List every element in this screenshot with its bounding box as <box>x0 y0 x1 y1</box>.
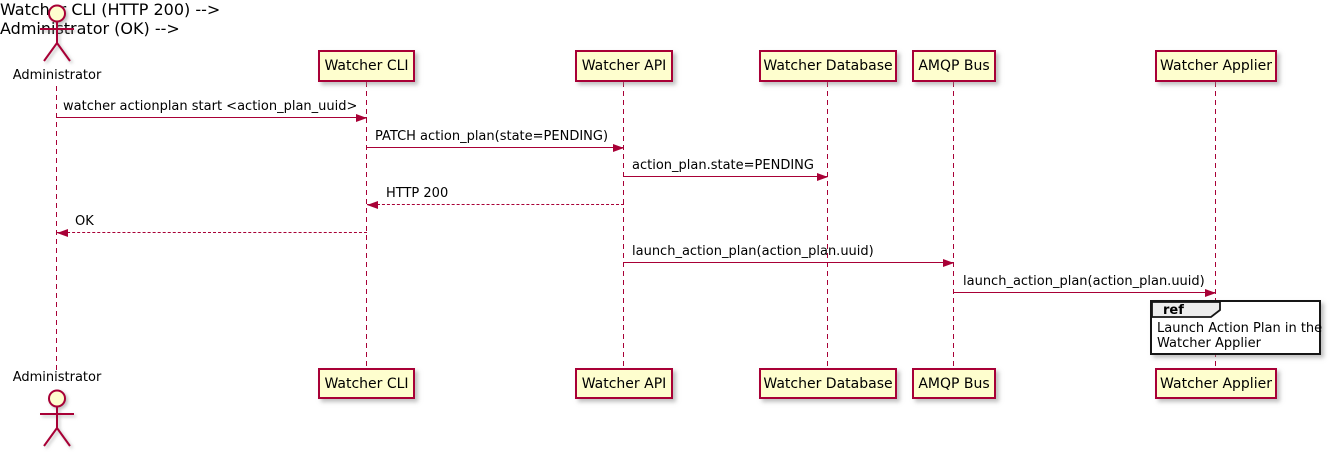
arrowhead-right-icon <box>817 173 828 181</box>
message-line <box>367 204 624 205</box>
participant-watcher-database-bottom: Watcher Database <box>759 368 897 399</box>
message-label: watcher actionplan start <action_plan_uu… <box>63 99 358 114</box>
participant-watcher-api-bottom: Watcher API <box>575 368 673 399</box>
message-label: HTTP 200 <box>386 186 449 201</box>
arrowhead-right-icon <box>943 259 954 267</box>
lifeline-watcher-cli <box>366 82 367 368</box>
message-label: launch_action_plan(action_plan.uuid) <box>963 274 1205 289</box>
message-line <box>954 292 1216 293</box>
arrowhead-right-icon <box>356 114 367 122</box>
message-line <box>57 232 367 233</box>
message-label: OK <box>75 214 94 229</box>
message-line <box>624 176 828 177</box>
ref-keyword: ref <box>1163 303 1184 318</box>
participant-watcher-applier-top: Watcher Applier <box>1155 50 1277 82</box>
lifeline-watcher-applier <box>1215 82 1216 368</box>
actor-icon <box>40 389 74 447</box>
actor-icon <box>40 4 74 62</box>
participant-watcher-cli-bottom: Watcher CLI <box>318 368 415 399</box>
message-label: action_plan.state=PENDING <box>632 158 814 173</box>
message-label: PATCH action_plan(state=PENDING) <box>375 129 609 144</box>
arrowhead-left-icon <box>57 229 68 237</box>
message-label: launch_action_plan(action_plan.uuid) <box>632 244 874 259</box>
arrowhead-right-icon <box>613 144 624 152</box>
arrowhead-left-icon <box>367 201 378 209</box>
ref-fragment: ref Launch Action Plan in the Watcher Ap… <box>1150 300 1322 355</box>
actor-label-top: Administrator <box>12 68 102 83</box>
participant-watcher-cli-top: Watcher CLI <box>318 50 415 82</box>
arrowhead-right-icon <box>1205 289 1216 297</box>
participant-watcher-api-top: Watcher API <box>575 50 673 82</box>
actor-label-bottom: Administrator <box>12 370 102 385</box>
participant-amqp-bus-top: AMQP Bus <box>912 50 996 82</box>
participant-watcher-database-top: Watcher Database <box>759 50 897 82</box>
lifeline-administrator <box>56 86 57 370</box>
lifeline-watcher-api <box>623 82 624 368</box>
message-line <box>367 147 624 148</box>
message-line <box>624 262 954 263</box>
lifeline-watcher-database <box>827 82 828 368</box>
ref-text: Launch Action Plan in the Watcher Applie… <box>1157 321 1322 351</box>
ref-text-line2: Watcher Applier <box>1157 336 1261 351</box>
participant-amqp-bus-bottom: AMQP Bus <box>912 368 996 399</box>
participant-watcher-applier-bottom: Watcher Applier <box>1155 368 1277 399</box>
ref-header: ref <box>1151 301 1221 318</box>
ref-text-line1: Launch Action Plan in the <box>1157 321 1323 336</box>
lifeline-amqp-bus <box>953 82 954 368</box>
message-line <box>57 117 367 118</box>
